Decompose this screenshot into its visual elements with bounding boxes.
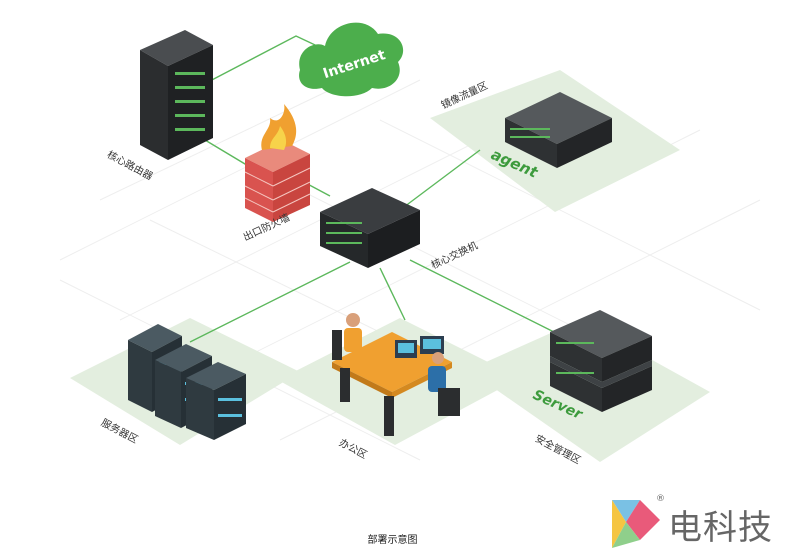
internet-cloud: Internet [299,22,404,97]
brand-name: 电科技 [668,508,773,548]
office-workstation [332,313,460,436]
link-switch-security [409,259,561,336]
registered-mark: ® [656,494,665,504]
person-2-head [432,352,444,364]
person-1-head [346,313,360,327]
link-switch-server-zone [189,261,351,343]
core-router [140,30,213,160]
server-racks [128,324,246,440]
diagram-caption: 部署示意图 [367,535,418,546]
core-switch [320,188,420,268]
brand-logo-icon [612,500,660,548]
link-switch-office [379,267,406,321]
network-links [189,35,561,343]
link-switch-agent [399,149,481,211]
firewall [244,104,311,222]
fire-icon [261,104,297,150]
server-rack-3 [186,362,246,440]
